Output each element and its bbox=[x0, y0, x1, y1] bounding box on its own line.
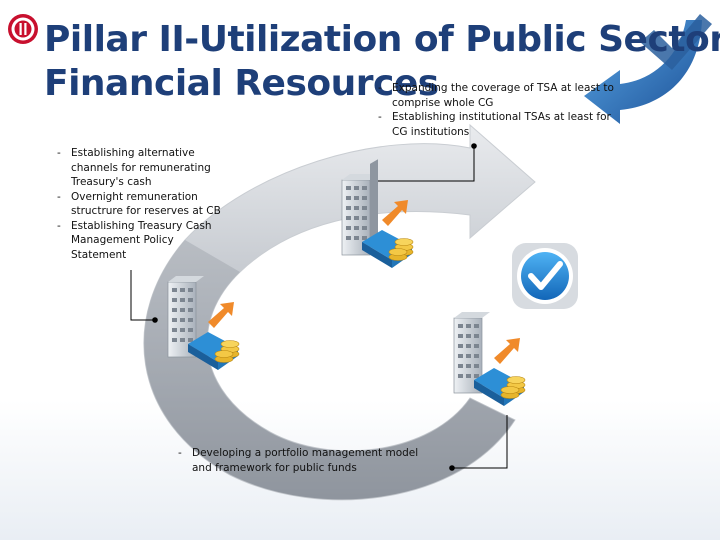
coin-stack-icon bbox=[214, 340, 240, 363]
institution-logo-icon bbox=[8, 14, 38, 44]
bullet-list-top: Expanding the coverage of TSA at least t… bbox=[378, 81, 628, 139]
building-group-bottom bbox=[453, 312, 526, 406]
title-line-2: Financial Resources bbox=[44, 63, 439, 104]
title-line-1: Pillar II-Utilization of Public Sector bbox=[44, 19, 720, 60]
list-item: Overnight remuneration structrure for re… bbox=[57, 190, 227, 219]
page-title: Pillar II-Utilization of Public Sector F… bbox=[44, 18, 720, 106]
connector-lines bbox=[130, 148, 508, 469]
list-item: Establishing Treasury Cash Management Po… bbox=[57, 219, 227, 263]
building-group-left bbox=[167, 276, 240, 370]
coin-stack-icon bbox=[388, 238, 414, 261]
list-item: Establishing alternative channels for re… bbox=[57, 146, 227, 190]
list-item: Expanding the coverage of TSA at least t… bbox=[378, 81, 628, 110]
bullet-list-left: Establishing alternative channels for re… bbox=[57, 146, 227, 262]
building-group-top bbox=[341, 159, 414, 268]
list-item: Developing a portfolio management model … bbox=[178, 446, 440, 475]
bullet-list-bottom: Developing a portfolio management model … bbox=[178, 446, 440, 475]
checkmark-icon bbox=[512, 243, 578, 309]
coin-stack-icon bbox=[500, 376, 526, 399]
list-item: Establishing institutional TSAs at least… bbox=[378, 110, 628, 139]
